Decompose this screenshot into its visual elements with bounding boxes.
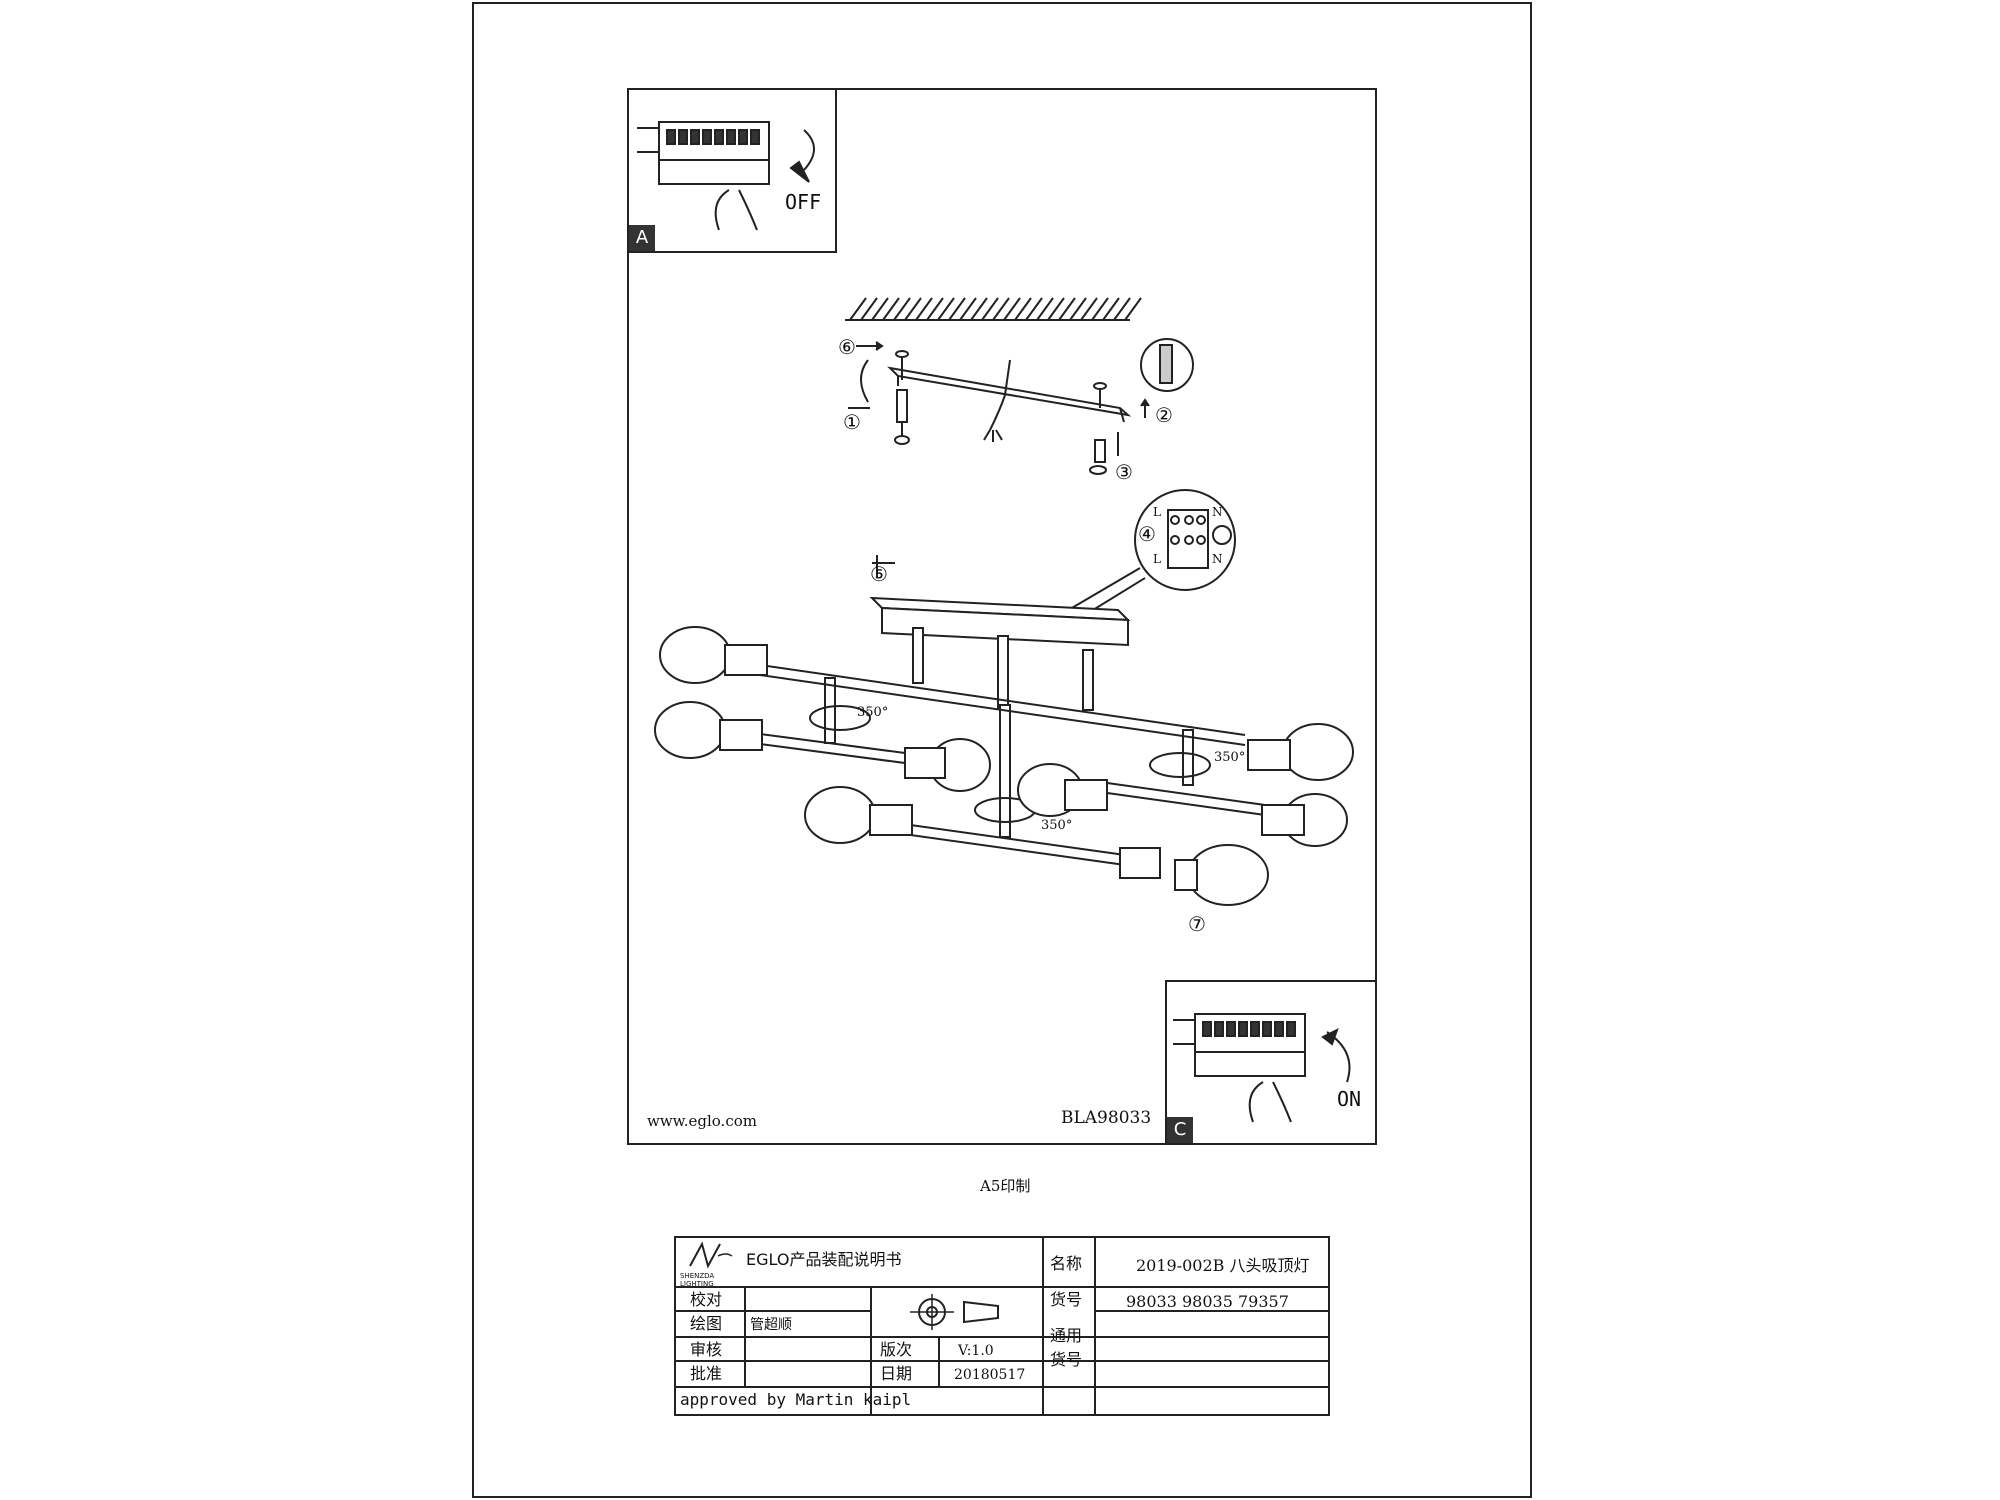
- hatch-line: [1047, 297, 1065, 321]
- projection-symbol-icon: [910, 1294, 999, 1330]
- name-label: 名称: [1050, 1254, 1083, 1273]
- hatch-line: [970, 297, 988, 321]
- hatch-line: [1124, 297, 1142, 321]
- hatch-line: [937, 297, 955, 321]
- item-value: 98033 98035 79357: [1126, 1292, 1289, 1311]
- hatch-line: [1058, 297, 1076, 321]
- rotation-label-3: 350°: [1041, 818, 1073, 833]
- hatch-line: [1003, 297, 1021, 321]
- hatch-line: [1113, 297, 1131, 321]
- screw-right: [1089, 382, 1107, 475]
- ceiling-hatch: [845, 297, 1142, 321]
- terminal-neutral-label-lower: N: [1212, 552, 1223, 566]
- step-5-marker: ⑤: [870, 562, 888, 586]
- off-label: OFF: [785, 190, 822, 214]
- terminal-block-detail: [1064, 489, 1236, 619]
- screw-left: [894, 350, 910, 445]
- lamp-arms: [744, 664, 1266, 866]
- inset-power-on: ON C: [1165, 980, 1377, 1145]
- company-logo: SHENZDA LIGHTING: [680, 1240, 740, 1288]
- inset-power-off: OFF A: [627, 88, 837, 253]
- on-label: ON: [1337, 1087, 1362, 1111]
- hatch-line: [1036, 297, 1054, 321]
- hatch-line: [992, 297, 1010, 321]
- breaker-panel-icon: [637, 121, 815, 231]
- drawing-frame: [627, 88, 1377, 1145]
- hatch-line: [915, 297, 933, 321]
- name-value: 2019-002B 八头吸顶灯: [1136, 1256, 1310, 1275]
- version-value: V:1.0: [958, 1343, 994, 1359]
- hatch-line: [849, 297, 867, 321]
- approve-label: 批准: [690, 1364, 723, 1383]
- hatch-line: [1014, 297, 1032, 321]
- hatch-line: [926, 297, 944, 321]
- approved-by: approved by Martin kaipl: [680, 1390, 912, 1409]
- logo-text: SHENZDA LIGHTING: [680, 1272, 715, 1288]
- title-block: SHENZDA LIGHTING EGLO产品装配说明书 名称 2019-002…: [674, 1236, 1330, 1416]
- drawn-label: 绘图: [690, 1314, 723, 1333]
- hatch-line: [904, 297, 922, 321]
- rotation-label-1: 350°: [857, 705, 889, 720]
- drawn-value: 管超顺: [750, 1317, 792, 1333]
- terminal-live-label: L: [1153, 505, 1161, 519]
- canopy: [869, 596, 1131, 838]
- terminal-live-label-lower: L: [1153, 552, 1161, 566]
- date-value: 20180517: [954, 1367, 1026, 1383]
- hatch-line: [959, 297, 977, 321]
- hatch-line: [893, 297, 911, 321]
- bulbs: [654, 626, 1354, 906]
- manual-code: BLA98033: [1061, 1108, 1152, 1128]
- date-label: 日期: [880, 1364, 913, 1383]
- step-1-marker: ①: [843, 410, 861, 434]
- hatch-line: [1080, 297, 1098, 321]
- step-2-marker: ②: [1155, 403, 1173, 427]
- breaker-panel-icon: [1173, 1013, 1351, 1123]
- general-item-label-1: 通用: [1050, 1326, 1083, 1345]
- version-label: 版次: [880, 1340, 913, 1359]
- website-url: www.eglo.com: [647, 1112, 757, 1130]
- terminal-neutral-label: N: [1212, 505, 1223, 519]
- step-arrows: [848, 341, 1150, 577]
- document-title: EGLO产品装配说明书: [746, 1250, 902, 1269]
- step-6-marker: ⑥: [838, 335, 856, 359]
- hatch-line: [1025, 297, 1043, 321]
- check-label: 校对: [690, 1290, 723, 1309]
- print-size-note: A5印制: [980, 1177, 1031, 1195]
- mounting-bracket: [887, 359, 1132, 442]
- step-7-marker: ⑦: [1188, 912, 1206, 936]
- step-tag-c: C: [1167, 1117, 1193, 1143]
- hatch-line: [1091, 297, 1109, 321]
- hatch-line: [981, 297, 999, 321]
- step-tag-a: A: [629, 225, 655, 251]
- hatch-line: [948, 297, 966, 321]
- step-3-marker: ③: [1115, 460, 1133, 484]
- review-label: 审核: [690, 1340, 723, 1359]
- rotation-label-2: 350°: [1214, 750, 1246, 765]
- hatch-line: [1102, 297, 1120, 321]
- hatch-line: [871, 297, 889, 321]
- hatch-line: [882, 297, 900, 321]
- hatch-line: [1069, 297, 1087, 321]
- hatch-line: [860, 297, 878, 321]
- step-4-marker: ④: [1138, 522, 1156, 546]
- page-border: [472, 2, 1532, 1498]
- general-item-label-2: 货号: [1050, 1350, 1083, 1369]
- item-label: 货号: [1050, 1290, 1083, 1309]
